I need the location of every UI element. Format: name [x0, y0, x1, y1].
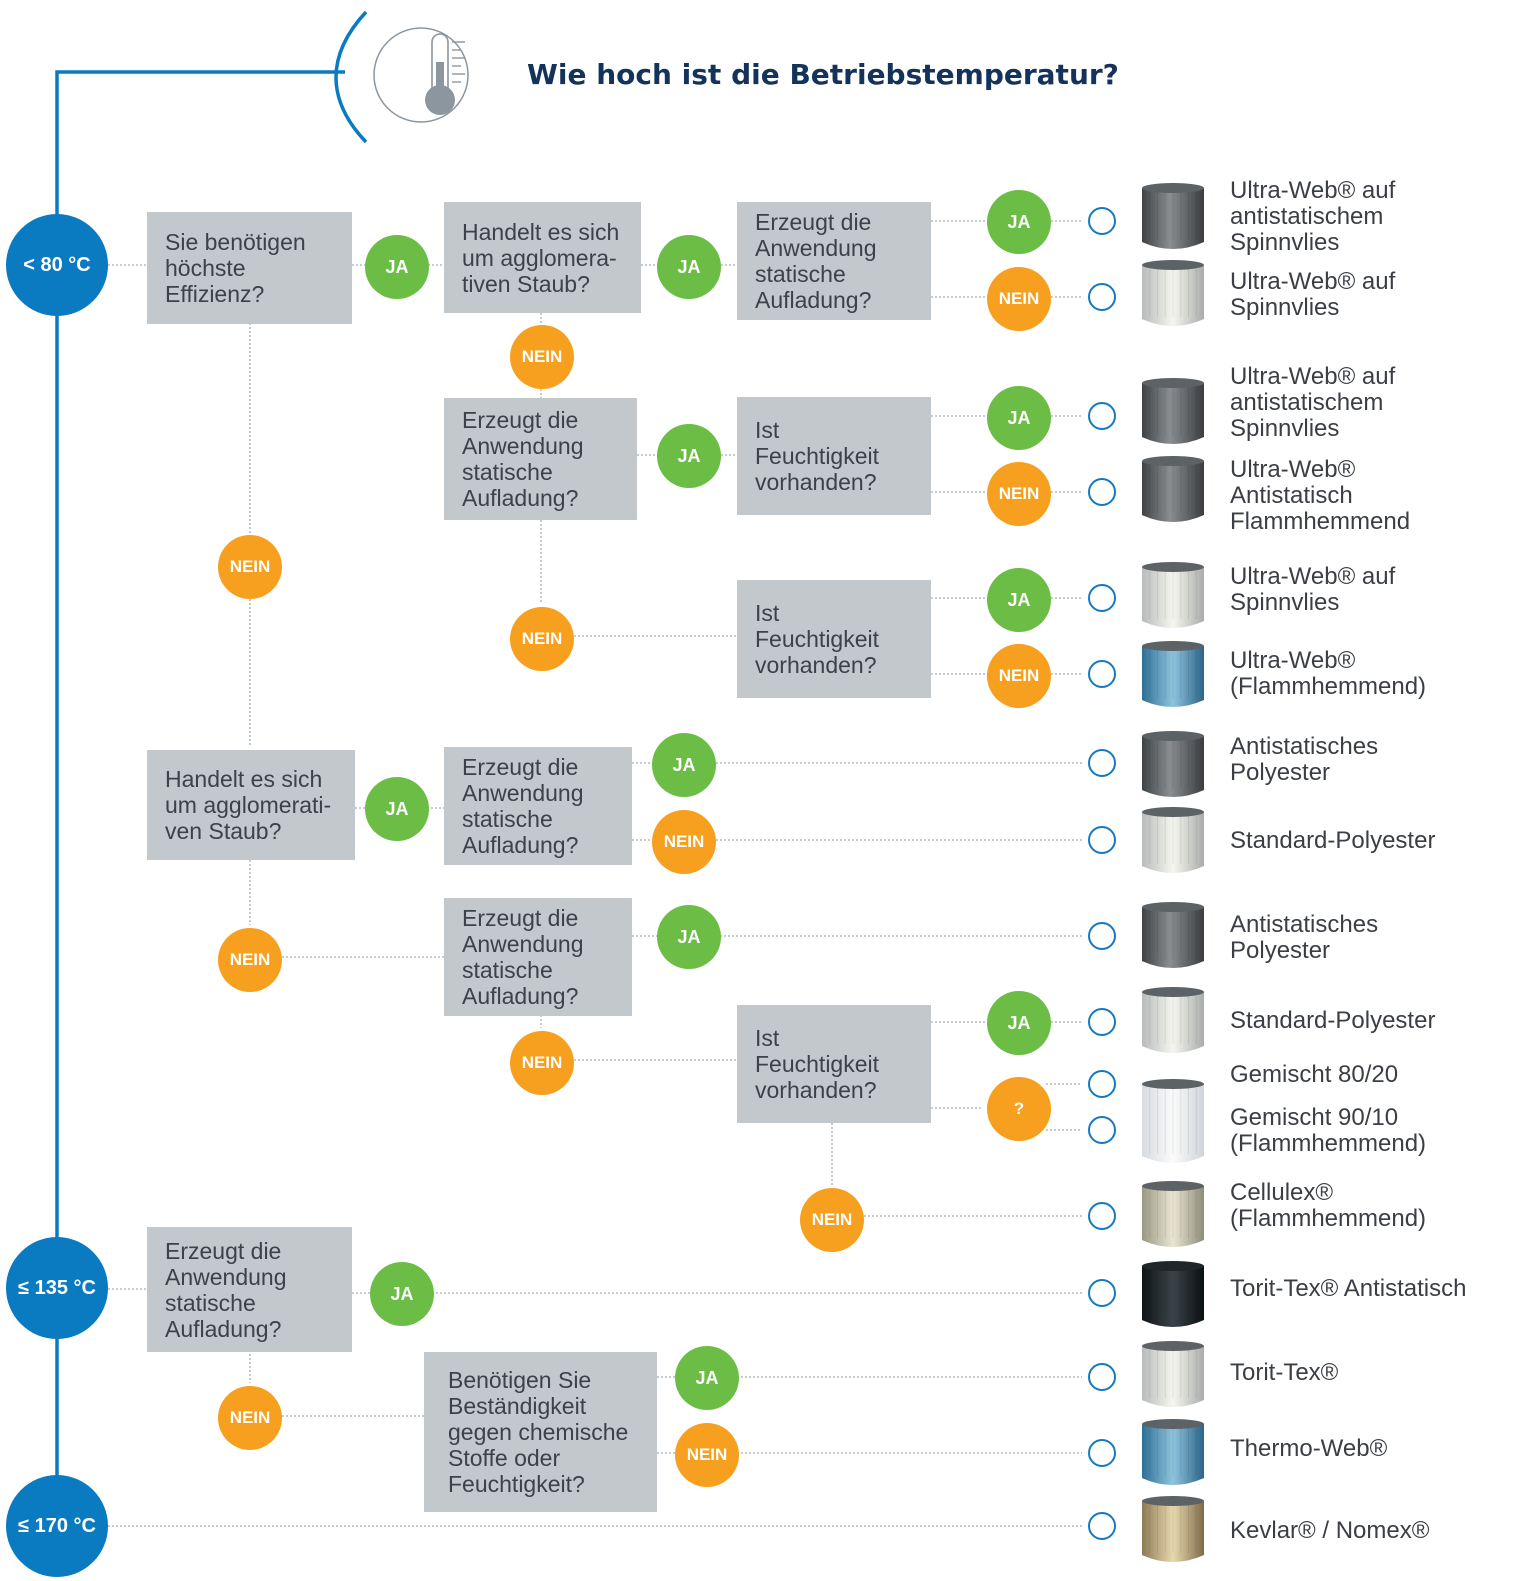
result-option-ring[interactable] — [1088, 922, 1116, 950]
filter-cartridge-icon — [1142, 1341, 1204, 1407]
question-moisture: Ist Feuchtigkeit vorhanden? — [737, 1005, 931, 1123]
result-option-ring[interactable] — [1088, 1439, 1116, 1467]
result-option-ring[interactable] — [1088, 584, 1116, 612]
answer-no: NEIN — [218, 1386, 282, 1450]
answer-no: NEIN — [218, 928, 282, 992]
page-title: Wie hoch ist die Betriebstemperatur? — [527, 58, 1119, 91]
answer-no: NEIN — [218, 535, 282, 599]
result-label: Thermo-Web® — [1230, 1435, 1388, 1462]
filter-cartridge-icon — [1142, 1496, 1204, 1562]
answer-no: NEIN — [652, 810, 716, 874]
answer-yes: JA — [657, 424, 721, 488]
answer-yes: JA — [365, 235, 429, 299]
answer-yes: JA — [987, 386, 1051, 450]
result-label: Antistatisches Polyester — [1230, 733, 1379, 786]
question-static-charge: Erzeugt die Anwendung statische Aufladun… — [147, 1227, 352, 1352]
result-label: Standard-Polyester — [1230, 827, 1436, 854]
question-moisture: Ist Feuchtigkeit vorhanden? — [737, 397, 931, 515]
result-option-ring[interactable] — [1088, 1202, 1116, 1230]
question-static-charge: Erzeugt die Anwendung statische Aufladun… — [444, 747, 632, 865]
result-label: Ultra-Web® Antistatisch Flammhemmend — [1230, 456, 1411, 535]
result-label: Kevlar® / Nomex® — [1230, 1517, 1430, 1544]
answer-no: NEIN — [800, 1188, 864, 1252]
result-label: Gemischt 80/20 — [1230, 1061, 1399, 1088]
result-label: Ultra-Web® auf Spinnvlies — [1230, 268, 1396, 321]
answer-yes: JA — [652, 733, 716, 797]
answer-unknown: ? — [987, 1077, 1051, 1141]
filter-cartridge-icon — [1142, 378, 1204, 444]
answer-yes: JA — [370, 1262, 434, 1326]
result-option-ring[interactable] — [1088, 1512, 1116, 1540]
answer-no: NEIN — [510, 325, 574, 389]
filter-cartridge-icon — [1142, 1261, 1204, 1327]
temp-badge-135: ≤ 135 °C — [6, 1237, 108, 1339]
result-label: Ultra-Web® (Flammhemmend) — [1230, 647, 1427, 700]
answer-no: NEIN — [987, 267, 1051, 331]
filter-cartridge-icon — [1142, 260, 1204, 326]
result-label: Standard-Polyester — [1230, 1007, 1436, 1034]
filter-cartridge-icon — [1142, 1079, 1204, 1163]
result-label: Gemischt 90/10 (Flammhemmend) — [1230, 1104, 1427, 1157]
question-max-efficiency: Sie benötigen höchste Effizienz? — [147, 212, 352, 324]
question-static-charge: Erzeugt die Anwendung statische Aufladun… — [444, 898, 632, 1016]
thermometer-icon — [373, 27, 469, 123]
answer-yes: JA — [987, 991, 1051, 1055]
answer-yes: JA — [657, 235, 721, 299]
temp-badge-170: ≤ 170 °C — [6, 1475, 108, 1577]
result-option-ring[interactable] — [1088, 478, 1116, 506]
result-label: Cellulex® (Flammhemmend) — [1230, 1179, 1427, 1232]
result-label: Ultra-Web® auf Spinnvlies — [1230, 563, 1396, 616]
result-option-ring[interactable] — [1088, 402, 1116, 430]
result-label: Torit-Tex® — [1230, 1359, 1339, 1386]
result-label: Ultra-Web® auf antistatischem Spinnvlies — [1230, 177, 1396, 256]
temp-badge-80: < 80 °C — [6, 214, 108, 316]
question-static-charge: Erzeugt die Anwendung statische Aufladun… — [444, 398, 637, 520]
answer-no: NEIN — [510, 1031, 574, 1095]
result-label: Torit-Tex® Antistatisch — [1230, 1275, 1467, 1302]
answer-no: NEIN — [987, 462, 1051, 526]
filter-cartridge-icon — [1142, 902, 1204, 968]
result-label: Antistatisches Polyester — [1230, 911, 1379, 964]
result-option-ring[interactable] — [1088, 1070, 1116, 1098]
question-chemical-resistance: Benötigen Sie Beständigkeit gegen chemis… — [424, 1352, 657, 1512]
answer-no: NEIN — [675, 1423, 739, 1487]
filter-cartridge-icon — [1142, 1419, 1204, 1485]
answer-yes: JA — [987, 568, 1051, 632]
question-agglomerative-dust: Handelt es sich um agglomerati- ven Stau… — [147, 750, 355, 860]
filter-cartridge-icon — [1142, 807, 1204, 873]
answer-yes: JA — [365, 777, 429, 841]
question-agglomerative-dust: Handelt es sich um agglomera- tiven Stau… — [444, 202, 641, 313]
answer-yes: JA — [657, 905, 721, 969]
filter-cartridge-icon — [1142, 562, 1204, 628]
answer-yes: JA — [987, 190, 1051, 254]
filter-cartridge-icon — [1142, 456, 1204, 522]
result-label: Ultra-Web® auf antistatischem Spinnvlies — [1230, 363, 1396, 442]
result-option-ring[interactable] — [1088, 826, 1116, 854]
question-moisture: Ist Feuchtigkeit vorhanden? — [737, 580, 931, 698]
filter-cartridge-icon — [1142, 731, 1204, 797]
result-option-ring[interactable] — [1088, 1116, 1116, 1144]
filter-cartridge-icon — [1142, 987, 1204, 1053]
answer-no: NEIN — [510, 607, 574, 671]
answer-yes: JA — [675, 1346, 739, 1410]
answer-no: NEIN — [987, 644, 1051, 708]
filter-cartridge-icon — [1142, 183, 1204, 249]
result-option-ring[interactable] — [1088, 1279, 1116, 1307]
filter-cartridge-icon — [1142, 641, 1204, 707]
result-option-ring[interactable] — [1088, 749, 1116, 777]
result-option-ring[interactable] — [1088, 1008, 1116, 1036]
question-static-charge: Erzeugt die Anwendung statische Aufladun… — [737, 202, 931, 320]
result-option-ring[interactable] — [1088, 283, 1116, 311]
filter-cartridge-icon — [1142, 1181, 1204, 1247]
result-option-ring[interactable] — [1088, 1363, 1116, 1391]
result-option-ring[interactable] — [1088, 207, 1116, 235]
result-option-ring[interactable] — [1088, 660, 1116, 688]
